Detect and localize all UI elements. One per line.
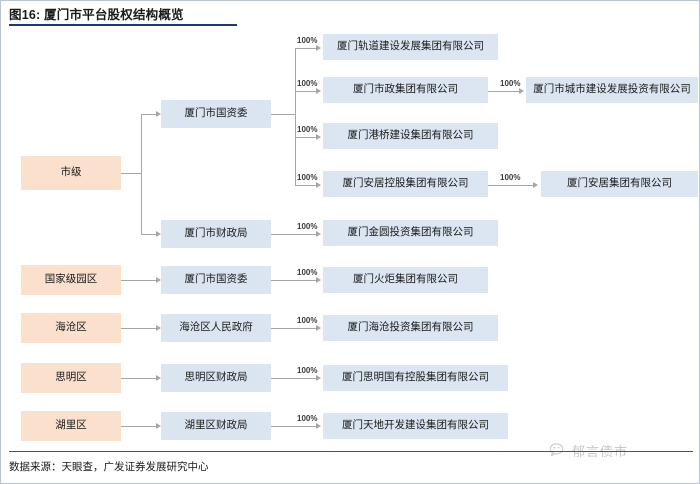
arrow-parksasac-to-huoju xyxy=(316,276,321,283)
connector-huli-to-fin xyxy=(121,426,157,427)
level-box-national-park[interactable]: 国家级园区 xyxy=(21,265,121,295)
ownership-label-gangqiao: 100% xyxy=(297,125,318,134)
connector-haicang-to-gov xyxy=(121,328,157,329)
company-box-anju[interactable]: 厦门安居集团有限公司 xyxy=(541,171,698,197)
company-box-guidao[interactable]: 厦门轨道建设发展集团有限公司 xyxy=(323,34,498,60)
arrow-sasac-to-anjuhold xyxy=(316,181,321,188)
connector-finance-to-jinyuan xyxy=(271,234,317,235)
connector-national-to-sasac xyxy=(121,280,157,281)
connector-haicanggov-to-inv xyxy=(271,328,317,329)
ownership-label-shizheng: 100% xyxy=(297,79,318,88)
connector-parksasac-to-huoju xyxy=(271,280,317,281)
arrow-anjuhold-to-anju xyxy=(533,181,538,188)
org-box-park-sasac[interactable]: 厦门市国资委 xyxy=(161,266,271,294)
connector-hulifin-to-tiandi xyxy=(271,426,317,427)
arrow-shizheng-to-chengjian xyxy=(519,87,524,94)
ownership-label-huoju: 100% xyxy=(297,268,318,277)
ownership-label-haicang-inv: 100% xyxy=(297,316,318,325)
wechat-icon xyxy=(549,443,564,457)
footer-divider xyxy=(9,451,693,452)
connector-sasac-vertical xyxy=(295,48,296,185)
org-box-city-sasac[interactable]: 厦门市国资委 xyxy=(161,100,271,128)
ownership-label-siming-hold: 100% xyxy=(297,366,318,375)
arrow-simingfin-to-hold xyxy=(316,374,321,381)
connector-city-to-finance xyxy=(141,234,157,235)
arrow-huli-to-fin xyxy=(156,422,161,429)
connector-sasac-to-anjuhold xyxy=(295,185,317,186)
arrow-city-to-sasac xyxy=(156,110,161,117)
arrow-siming-to-fin xyxy=(156,374,161,381)
figure-title-block: 图16: 厦门市平台股权结构概览 xyxy=(9,7,237,27)
level-box-haicang[interactable]: 海沧区 xyxy=(21,313,121,343)
connector-sasac-to-guidao xyxy=(295,48,317,49)
connector-anjuhold-to-anju xyxy=(488,185,534,186)
ownership-label-guidao: 100% xyxy=(297,36,318,45)
connector-city-stub xyxy=(121,173,141,174)
connector-simingfin-to-hold xyxy=(271,378,317,379)
arrow-national-to-sasac xyxy=(156,276,161,283)
ownership-label-anju-hold: 100% xyxy=(297,173,318,182)
level-box-city[interactable]: 市级 xyxy=(21,156,121,190)
arrow-sasac-to-guidao xyxy=(316,44,321,51)
arrow-sasac-to-gangqiao xyxy=(316,133,321,140)
company-box-jinyuan[interactable]: 厦门金圆投资集团有限公司 xyxy=(323,220,498,246)
arrow-hulifin-to-tiandi xyxy=(316,422,321,429)
ownership-label-chengjian: 100% xyxy=(500,79,521,88)
arrow-haicang-to-gov xyxy=(156,324,161,331)
connector-shizheng-to-chengjian xyxy=(488,91,520,92)
level-box-huli[interactable]: 湖里区 xyxy=(21,411,121,441)
connector-sasac-to-shizheng xyxy=(295,91,317,92)
company-box-gangqiao[interactable]: 厦门港桥建设集团有限公司 xyxy=(323,123,498,149)
connector-siming-to-fin xyxy=(121,378,157,379)
org-box-city-finance[interactable]: 厦门市财政局 xyxy=(161,220,271,248)
ownership-label-tiandi: 100% xyxy=(297,414,318,423)
company-box-anju-holding[interactable]: 厦门安居控股集团有限公司 xyxy=(323,171,488,197)
company-box-chengjian[interactable]: 厦门市城市建设发展投资有限公司 xyxy=(526,77,698,103)
arrow-city-to-finance xyxy=(156,230,161,237)
level-box-siming[interactable]: 思明区 xyxy=(21,363,121,393)
connector-city-vertical xyxy=(141,114,142,234)
title-underline xyxy=(9,24,237,26)
company-box-shizheng[interactable]: 厦门市政集团有限公司 xyxy=(323,77,488,103)
company-box-haicang-investment[interactable]: 厦门海沧投资集团有限公司 xyxy=(323,315,498,341)
arrow-haicanggov-to-inv xyxy=(316,324,321,331)
company-box-siming-holding[interactable]: 厦门思明国有控股集团有限公司 xyxy=(323,365,508,391)
org-box-huli-finance[interactable]: 湖里区财政局 xyxy=(161,412,271,440)
company-box-huoju[interactable]: 厦门火炬集团有限公司 xyxy=(323,267,488,293)
page-title: 图16: 厦门市平台股权结构概览 xyxy=(9,8,184,22)
arrow-sasac-to-shizheng xyxy=(316,87,321,94)
arrow-finance-to-jinyuan xyxy=(316,230,321,237)
connector-sasac-to-gangqiao xyxy=(295,137,317,138)
org-box-haicang-gov[interactable]: 海沧区人民政府 xyxy=(161,314,271,342)
connector-city-to-sasac xyxy=(141,114,157,115)
data-source-note: 数据来源：天眼查，广发证券发展研究中心 xyxy=(9,462,209,473)
ownership-label-jinyuan: 100% xyxy=(297,222,318,231)
org-box-siming-finance[interactable]: 思明区财政局 xyxy=(161,364,271,392)
ownership-label-anju: 100% xyxy=(500,173,521,182)
company-box-tiandi[interactable]: 厦门天地开发建设集团有限公司 xyxy=(323,413,508,439)
connector-sasac-stub xyxy=(271,114,295,115)
